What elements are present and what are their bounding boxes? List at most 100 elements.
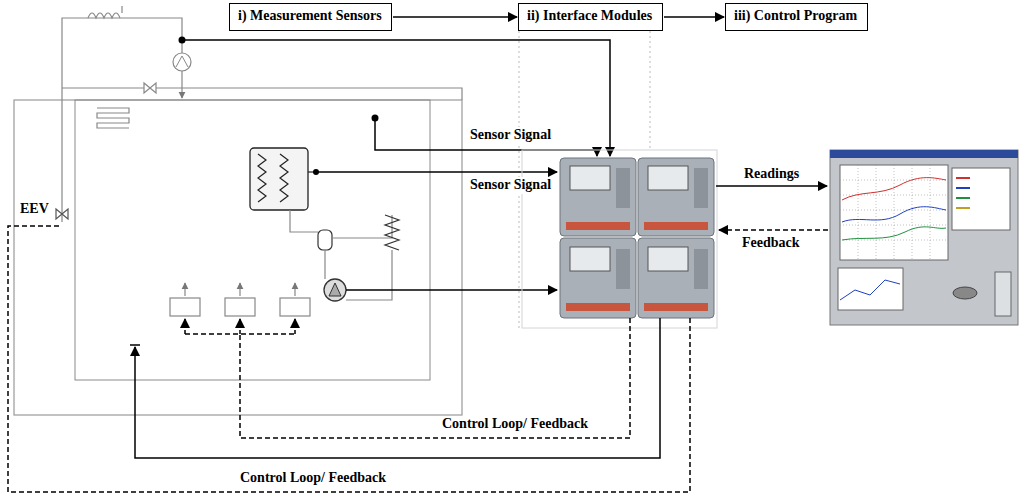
interface-module-picture <box>648 166 688 190</box>
refrigeration-circuit <box>176 56 188 67</box>
interface-module-picture <box>566 303 630 311</box>
interface-module-picture <box>638 158 714 236</box>
refrigeration-circuit <box>121 6 122 13</box>
signal-label: Readings <box>742 166 801 183</box>
refrigeration-circuit <box>130 344 140 346</box>
heater-unit <box>294 283 295 296</box>
refrigeration-circuit <box>62 18 182 222</box>
interface-module-picture <box>638 238 714 318</box>
control-loop-line <box>184 319 186 334</box>
refrigeration-circuit <box>346 250 392 300</box>
refrigeration-circuit <box>318 230 332 250</box>
sensor-wire <box>182 40 610 156</box>
sensor-wire <box>346 289 557 291</box>
interface-module-picture <box>644 303 708 311</box>
interface-module-picture <box>616 249 630 289</box>
refrigeration-circuit <box>88 13 120 18</box>
program-screen <box>830 150 1018 325</box>
signal-label: Feedback <box>740 235 802 252</box>
heater-unit <box>184 283 185 296</box>
program-screen <box>956 187 970 189</box>
refrigeration-circuit <box>97 108 129 128</box>
refrigeration-circuit <box>324 250 325 279</box>
program-screen <box>838 268 903 310</box>
stage-box: i) Measurement Sensors <box>229 3 392 31</box>
program-screen <box>842 178 946 200</box>
refrigeration-circuit <box>385 215 399 250</box>
refrigeration-circuit <box>181 71 182 98</box>
refrigeration-circuit <box>250 148 308 210</box>
control-loop-line <box>239 319 241 334</box>
interface-module-picture <box>560 238 636 318</box>
box-title: iii) Control Program <box>734 8 859 25</box>
interface-module-picture <box>570 247 610 271</box>
program-screen <box>858 165 859 260</box>
interface-module-picture <box>560 158 636 236</box>
program-screen <box>956 177 970 179</box>
program-screen <box>953 287 977 299</box>
refrigeration-circuit <box>14 100 462 415</box>
program-screen <box>840 165 948 260</box>
interface-module-picture <box>694 249 708 289</box>
stage-box: ii) Interface Modules <box>518 3 663 31</box>
data-arrow <box>719 229 828 231</box>
heater-unit <box>170 283 310 316</box>
interface-module-picture <box>616 168 630 208</box>
program-screen <box>956 207 970 209</box>
control-loop-line <box>135 318 660 458</box>
heater-unit <box>239 283 240 296</box>
sensor-wire <box>316 171 557 173</box>
interface-module-picture <box>566 222 630 230</box>
heater-unit <box>170 298 200 316</box>
box-title: i) Measurement Sensors <box>238 8 383 25</box>
program-screen <box>995 272 1011 316</box>
loop-label: Control Loop/ Feedback <box>440 416 590 433</box>
refrigeration-circuit <box>332 215 392 238</box>
program-screen <box>952 168 1010 230</box>
program-screen <box>830 150 1018 158</box>
interface-module-picture <box>694 168 708 208</box>
program-screen <box>840 165 948 260</box>
valve-label: EEV <box>18 201 51 218</box>
interface-module-picture <box>570 166 610 190</box>
dotted-guide <box>650 31 651 150</box>
program-screen <box>876 165 877 260</box>
refrigeration-circuit <box>329 283 341 296</box>
flow-arrow <box>393 16 517 18</box>
data-arrow <box>716 186 828 230</box>
program-screen <box>842 227 946 240</box>
refrigeration-circuit <box>280 154 288 202</box>
stage-box: iii) Control Program <box>725 3 868 31</box>
interface-module-picture <box>648 247 688 271</box>
control-loop-line <box>8 226 690 492</box>
refrigeration-circuit <box>56 209 68 219</box>
control-loop-line <box>8 226 690 492</box>
program-screen <box>930 165 931 260</box>
interface-module-picture <box>644 222 708 230</box>
flow-arrow <box>664 16 724 18</box>
data-arrow <box>716 185 827 187</box>
refrigeration-circuit <box>14 6 462 415</box>
refrigeration-circuit <box>75 100 430 380</box>
heater-unit <box>280 298 310 316</box>
box-title: ii) Interface Modules <box>527 8 654 25</box>
control-loop-line <box>294 319 296 334</box>
control-loop-line <box>240 318 630 438</box>
heater-unit <box>225 298 255 316</box>
sensor-wire <box>179 37 611 291</box>
refrigeration-circuit <box>324 279 346 301</box>
program-screen <box>840 280 900 300</box>
refrigeration-circuit <box>258 154 266 202</box>
loop-label: Control Loop/ Feedback <box>238 470 388 487</box>
signal-label: Sensor Signal <box>468 177 553 194</box>
program-screen <box>842 207 946 222</box>
program-screen <box>956 197 970 199</box>
refrigeration-circuit <box>290 210 318 232</box>
signal-label: Sensor Signal <box>468 127 553 144</box>
refrigeration-circuit <box>144 83 156 93</box>
program-screen <box>894 165 895 260</box>
refrigeration-circuit <box>62 88 462 100</box>
program-screen <box>830 150 1018 325</box>
refrigeration-circuit <box>173 53 191 71</box>
